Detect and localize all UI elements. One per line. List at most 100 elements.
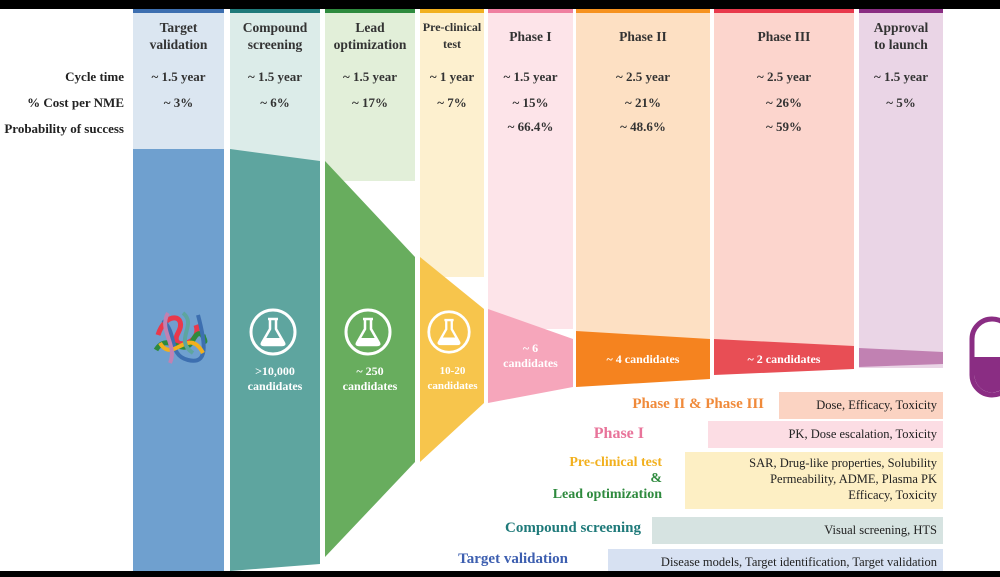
method-box-4: Disease models, Target identification, T… — [608, 549, 943, 571]
method-box-1: PK, Dose escalation, Toxicity — [708, 421, 943, 448]
cell-cost-approval-to-launch: ~ 5% — [886, 95, 916, 110]
cell-cycle-approval-to-launch: ~ 1.5 year — [873, 69, 929, 84]
row-label-probability: Probability of success — [4, 121, 124, 136]
stage-title-line: optimization — [333, 37, 407, 52]
stage-title-line: validation — [149, 37, 208, 52]
method-label-2: Pre-clinical test&Lead optimization — [553, 455, 662, 503]
method-label-1: Phase I — [594, 425, 644, 443]
method-label-line: Pre-clinical test — [569, 455, 662, 470]
flask-icon — [344, 308, 392, 356]
candidates-phase1: ~ 6 candidates — [503, 341, 558, 370]
stage-title-line: Phase III — [757, 29, 811, 44]
method-label-3: Compound screening — [505, 520, 641, 537]
column-bg-target-validation — [133, 9, 224, 169]
column-bg-approval-to-launch — [859, 9, 943, 368]
funnel-segment-approval-to-launch — [859, 348, 943, 367]
stage-bar-lead-optimization — [325, 9, 415, 13]
row-label-cycle-time: Cycle time — [65, 69, 124, 84]
stage-bar-target-validation — [133, 9, 224, 13]
flask-icon — [427, 310, 471, 354]
funnel-segment-phase-1 — [488, 309, 573, 403]
stage-title-line: Phase I — [509, 29, 552, 44]
stage-title-line: Lead — [355, 20, 385, 35]
method-box-0: Dose, Efficacy, Toxicity — [779, 392, 943, 419]
method-label-line: Phase I — [593, 425, 644, 442]
method-label-0: Phase II & Phase III — [632, 396, 764, 413]
cell-cycle-target-validation: ~ 1.5 year — [151, 69, 206, 84]
pill-capsule-icon — [969, 316, 1000, 398]
method-label-4: Target validation — [458, 551, 568, 568]
stage-title-line: Approval — [873, 20, 929, 35]
stage-title-approval-to-launch: Approval to launch — [859, 19, 943, 53]
stage-title-line: screening — [247, 37, 303, 52]
cell-cost-compound-screening: ~ 6% — [260, 95, 290, 110]
stage-title-compound-screening: Compound screening — [230, 19, 320, 53]
stage-title-line: test — [443, 37, 461, 51]
column-bg-phase-3 — [714, 9, 854, 359]
cell-cycle-compound-screening: ~ 1.5 year — [247, 69, 303, 84]
column-bg-phase-2 — [576, 9, 710, 351]
column-bg-compound-screening — [230, 9, 320, 169]
row-label-cost: % Cost per NME — [27, 95, 124, 110]
funnel-segment-target-validation — [133, 149, 224, 571]
method-box-3: Visual screening, HTS — [652, 517, 943, 544]
drug-development-pipeline-diagram: Target validation Compound screening Lead opt… — [0, 9, 1000, 571]
stage-bar-phase-2 — [576, 9, 710, 13]
stage-title-line: Pre-clinical — [422, 20, 482, 34]
cell-success-phase-3: ~ 59% — [765, 119, 802, 134]
cell-cost-phase-1: ~ 15% — [512, 95, 549, 110]
flask-icon — [249, 308, 297, 356]
funnel-segment-lead-optimization — [325, 161, 415, 557]
cell-success-phase-2: ~ 48.6% — [620, 119, 666, 134]
stage-title-phase-3: Phase III — [714, 28, 854, 45]
method-box-line: SAR, Drug-like properties, Solubility — [749, 456, 937, 470]
stage-title-phase-1: Phase I — [488, 28, 573, 45]
stage-title-target-validation: Target validation — [133, 19, 224, 53]
cell-success-phase-1: ~ 66.4% — [507, 119, 554, 134]
pipeline-funnel — [133, 9, 943, 571]
column-bg-phase-1 — [488, 9, 573, 329]
cell-cycle-phase-1: ~ 1.5 year — [503, 69, 558, 84]
stage-bar-phase-1 — [488, 9, 573, 13]
column-bg-preclinical-test — [420, 9, 484, 277]
cell-cost-lead-optimization: ~ 17% — [351, 95, 388, 110]
funnel-segment-compound-screening — [230, 149, 320, 571]
funnel-segment-phase-2 — [576, 331, 710, 387]
method-label-line: Lead optimization — [552, 487, 662, 502]
stage-title-line: Compound — [242, 20, 308, 35]
candidates-phase3: ~ 2 candidates — [747, 352, 821, 366]
method-box-line: Visual screening, HTS — [824, 523, 937, 537]
stage-title-preclinical-test: Pre-clinical test — [420, 19, 484, 53]
stage-title-line: Phase II — [619, 29, 667, 44]
method-box-line: Dose, Efficacy, Toxicity — [816, 398, 937, 412]
column-bg-lead-optimization — [325, 9, 415, 181]
candidates-lead-optimization: ~ 250 candidates — [342, 364, 398, 393]
funnel-segment-phase-3 — [714, 339, 854, 375]
funnel-segment-preclinical-test — [420, 257, 484, 462]
cell-cost-phase-3: ~ 26% — [765, 95, 802, 110]
cell-cycle-phase-3: ~ 2.5 year — [756, 69, 812, 84]
cell-cycle-phase-2: ~ 2.5 year — [615, 69, 671, 84]
protein-structure-icon — [153, 311, 208, 364]
method-label-line: Phase II & Phase III — [632, 396, 764, 412]
candidates-phase2: ~ 4 candidates — [606, 352, 680, 366]
stage-title-phase-2: Phase II — [576, 28, 710, 45]
cell-cycle-preclinical-test: ~ 1 year — [429, 69, 475, 84]
method-label-line: Compound screening — [505, 520, 641, 536]
cell-cycle-lead-optimization: ~ 1.5 year — [342, 69, 398, 84]
method-box-line: PK, Dose escalation, Toxicity — [788, 427, 937, 441]
stage-bar-compound-screening — [230, 9, 320, 13]
method-label-line: Target validation — [458, 551, 568, 567]
stage-bar-phase-3 — [714, 9, 854, 13]
stage-bar-approval-to-launch — [859, 9, 943, 13]
method-box-line: Permeability, ADME, Plasma PK — [770, 472, 937, 486]
stage-title-line: Target — [159, 20, 198, 35]
stage-title-lead-optimization: Lead optimization — [325, 19, 415, 53]
stage-bar-preclinical-test — [420, 9, 484, 13]
cell-cost-target-validation: ~ 3% — [163, 95, 194, 110]
cell-cost-preclinical-test: ~ 7% — [437, 95, 467, 110]
stage-title-line: to launch — [874, 37, 928, 52]
method-label-line: & — [650, 471, 662, 486]
method-box-line: Disease models, Target identification, T… — [660, 555, 937, 569]
